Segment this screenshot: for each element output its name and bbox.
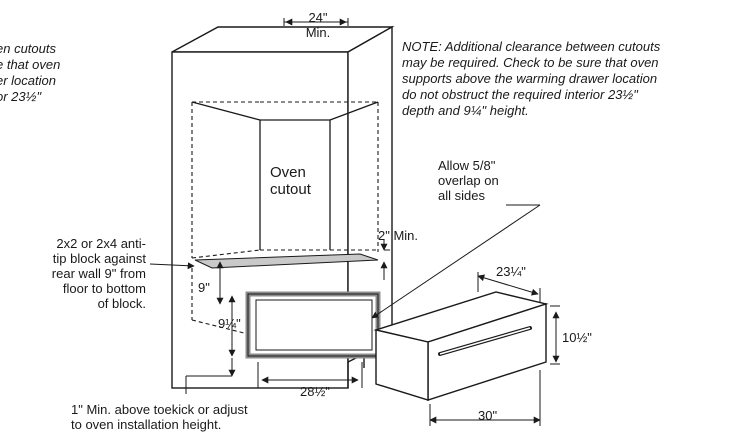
drawer-depth-label: 23¼"	[496, 264, 526, 279]
height-9-25-label: 9¼"	[218, 316, 241, 331]
drawer-width-label: 30"	[478, 408, 498, 423]
drawer-cutout	[191, 268, 381, 359]
cutout-width-label: 28½"	[300, 384, 330, 399]
drawer-height-label: 10½"	[562, 330, 592, 345]
anti-tip-block	[194, 253, 379, 269]
overlap-label: Allow 5/8" overlap on all sides	[438, 158, 499, 203]
clearance-2-label: 2" Min.	[378, 228, 419, 243]
note-left-fragment: en cutouts e that oven er location or 23…	[0, 41, 61, 104]
height-9-label: 9"	[198, 280, 210, 295]
anti-tip-label: 2x2 or 2x4 anti- tip block against rear …	[51, 236, 146, 311]
dimension-lines	[216, 18, 560, 426]
oven-cutout-recess	[191, 101, 379, 259]
oven-cutout-label: Oven cutout	[270, 164, 311, 198]
oven-cutout-back	[191, 101, 379, 250]
cabinet-width-label: 24" Min.	[305, 10, 331, 40]
toekick-label: 1" Min. above toekick or adjust to oven …	[71, 402, 248, 432]
leader-lines	[149, 204, 541, 394]
warming-drawer	[373, 291, 549, 401]
note-right: NOTE: Additional clearance between cutou…	[402, 39, 661, 118]
